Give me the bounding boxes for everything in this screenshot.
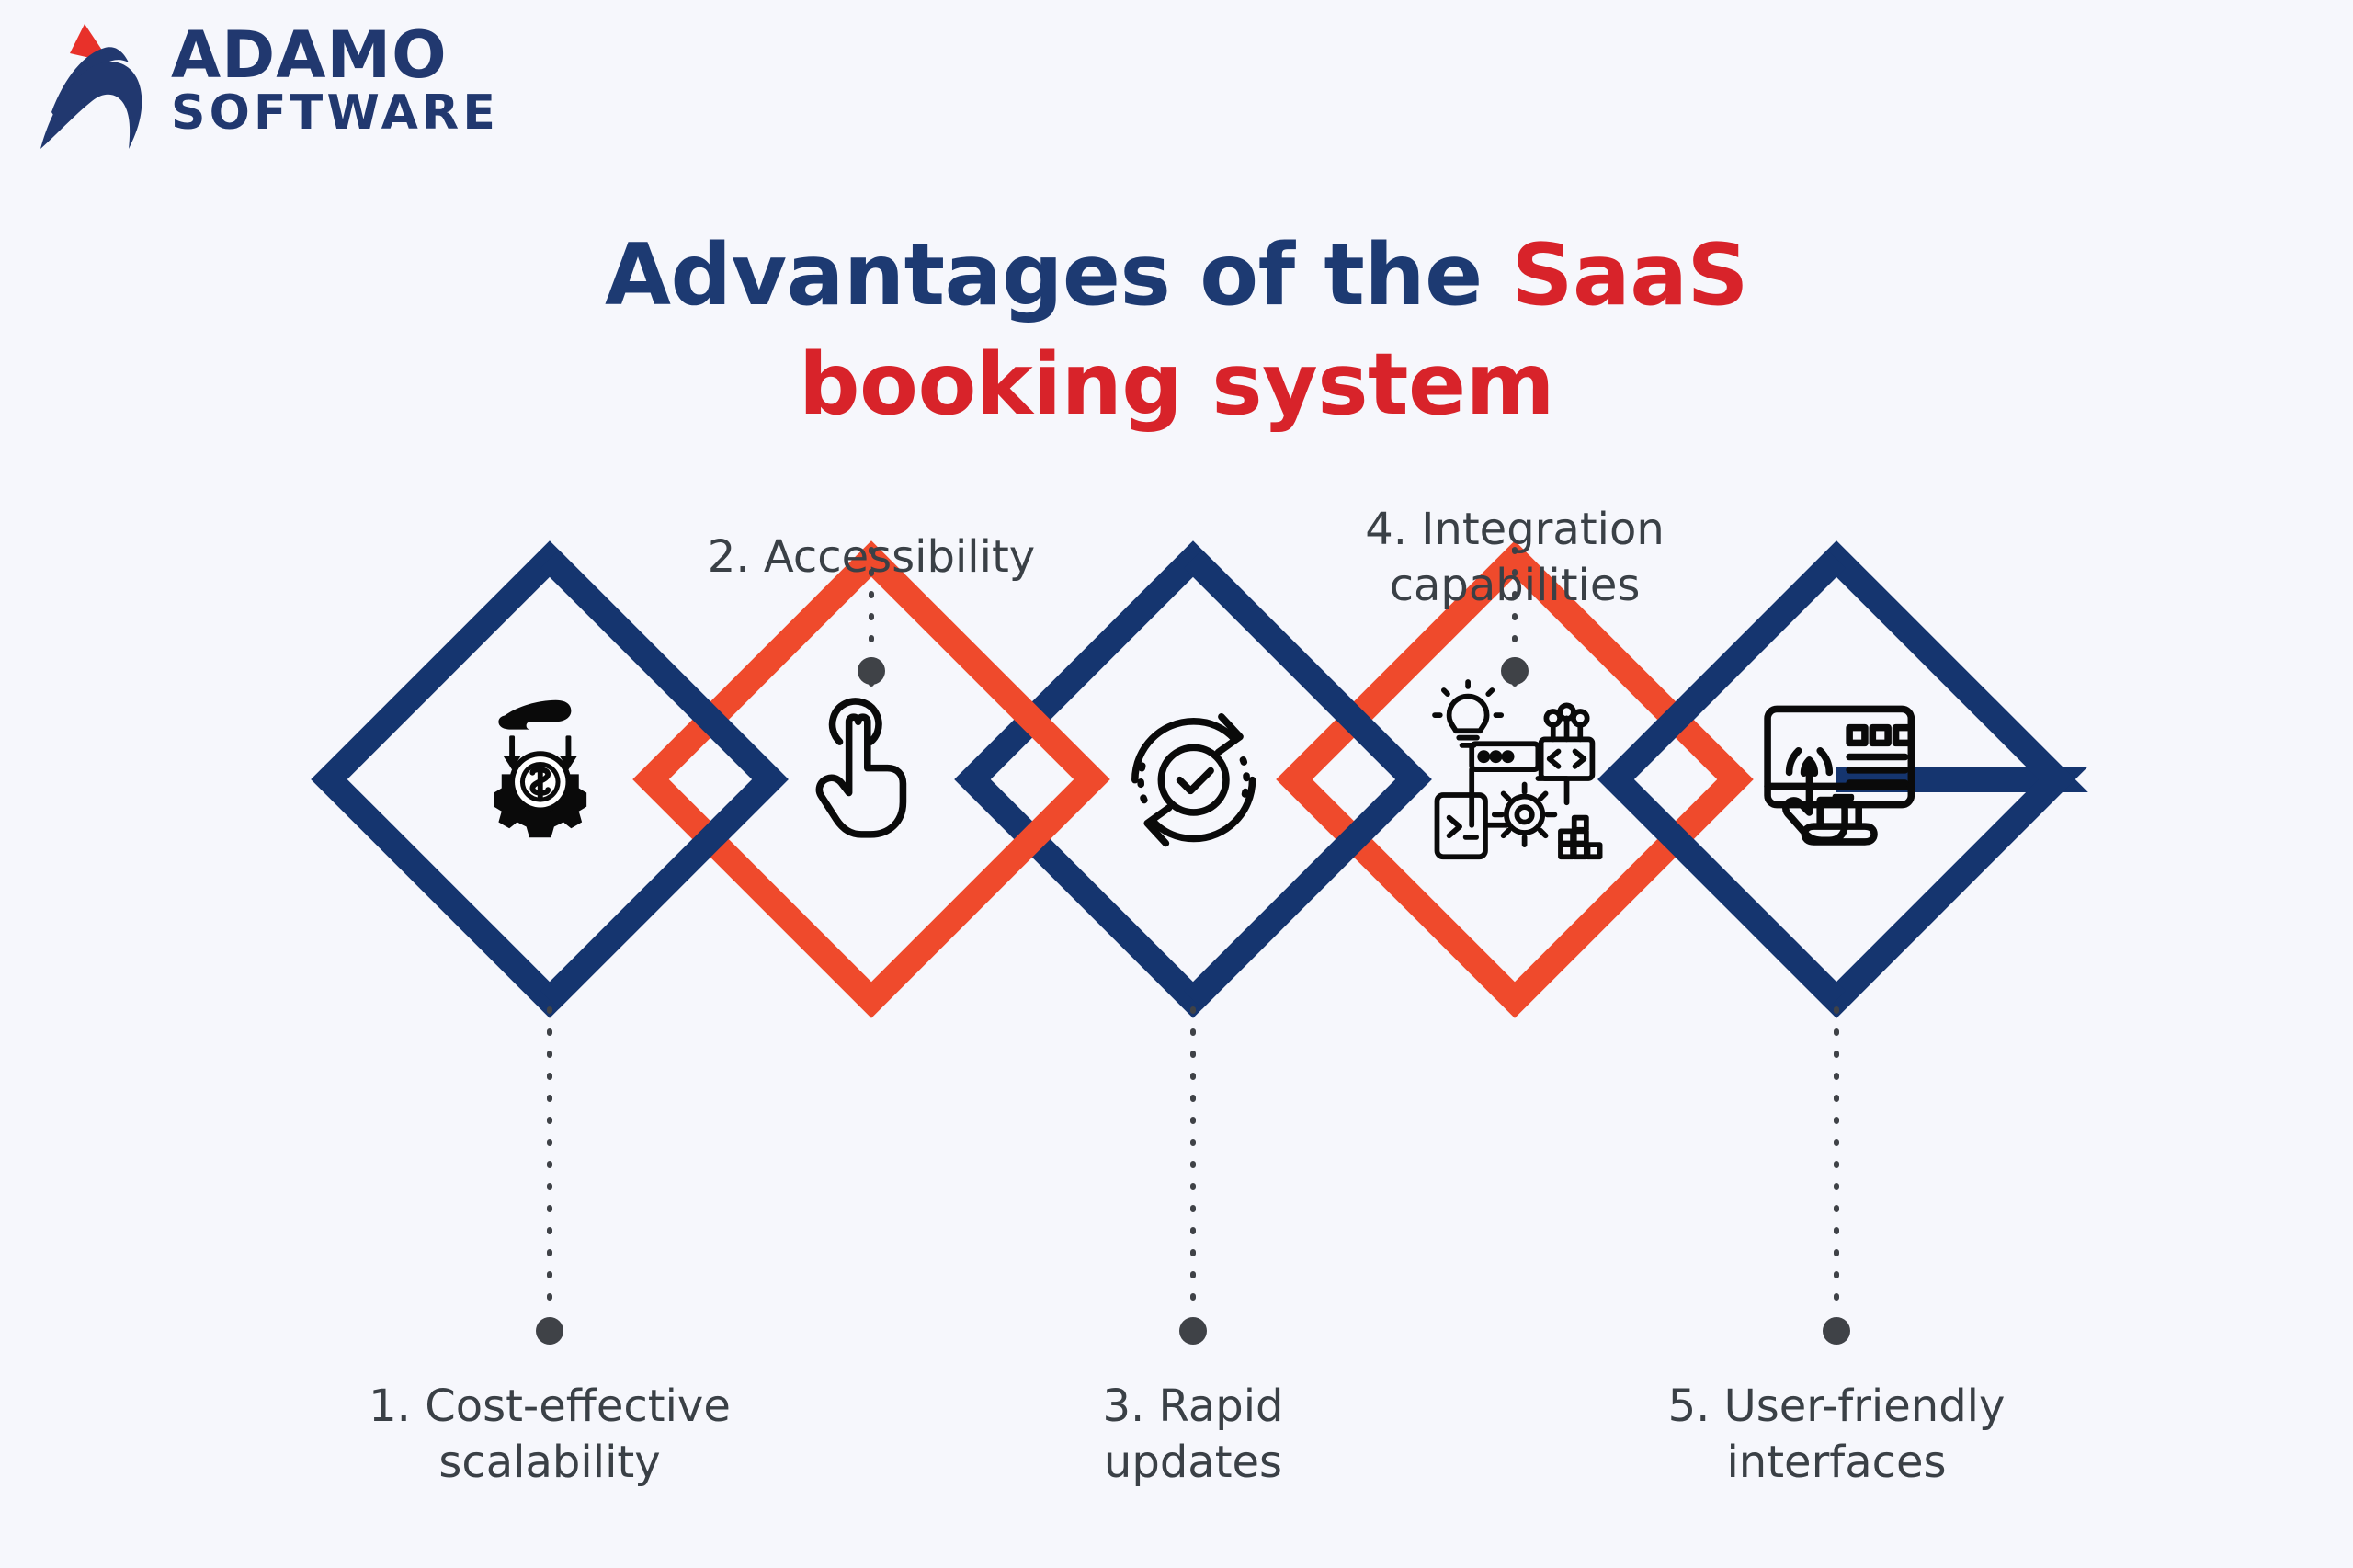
logo-line-2: SOFTWARE xyxy=(171,85,500,141)
page-title: Advantages of the SaaS booking system xyxy=(0,221,2353,439)
title-line-2: booking system xyxy=(798,335,1555,435)
adamo-software-logo: ADAMO SOFTWARE xyxy=(33,11,499,151)
title-part-navy: Advantages of the xyxy=(604,225,1512,325)
connector-dot-3 xyxy=(1179,1317,1207,1345)
connector-group xyxy=(536,547,1850,1345)
diamond-step-5-overlap xyxy=(1597,550,1846,1009)
step-label-3: 3. Rapid updates xyxy=(1102,1381,1284,1489)
diamond-step-3-overlap xyxy=(1184,550,1432,1009)
logo-line-1: ADAMO xyxy=(171,17,448,94)
step-label-2: 2. Accessibility xyxy=(707,531,1036,583)
diamond-step-4[interactable] xyxy=(1276,540,1754,1018)
refresh-check-icon xyxy=(1135,717,1253,844)
step-label-4: 4. Integration capabilities xyxy=(1365,504,1665,612)
diamond-step-2[interactable] xyxy=(632,540,1110,1018)
diamond-step-3[interactable] xyxy=(954,540,1432,1018)
title-part-saas: SaaS xyxy=(1511,225,1749,325)
adamo-swoosh-mark xyxy=(40,24,142,149)
logo-wordmark: ADAMO SOFTWARE xyxy=(171,17,500,141)
step-label-1: 1. Cost-effective scalability xyxy=(369,1381,731,1489)
diamond-step-5[interactable] xyxy=(1597,540,2088,1018)
diamond-group xyxy=(311,540,2088,1018)
diamond-step-1-overlap xyxy=(540,550,789,1009)
integration-development-icon xyxy=(1435,682,1600,857)
cost-savings-gear-icon xyxy=(494,700,586,838)
tap-hand-icon xyxy=(819,701,903,835)
step-label-5: 5. User-friendly interfaces xyxy=(1667,1381,2006,1489)
connector-dot-5 xyxy=(1823,1317,1850,1345)
connector-dot-4 xyxy=(1501,657,1529,685)
connector-dot-2 xyxy=(858,657,885,685)
connector-dot-1 xyxy=(536,1317,563,1345)
